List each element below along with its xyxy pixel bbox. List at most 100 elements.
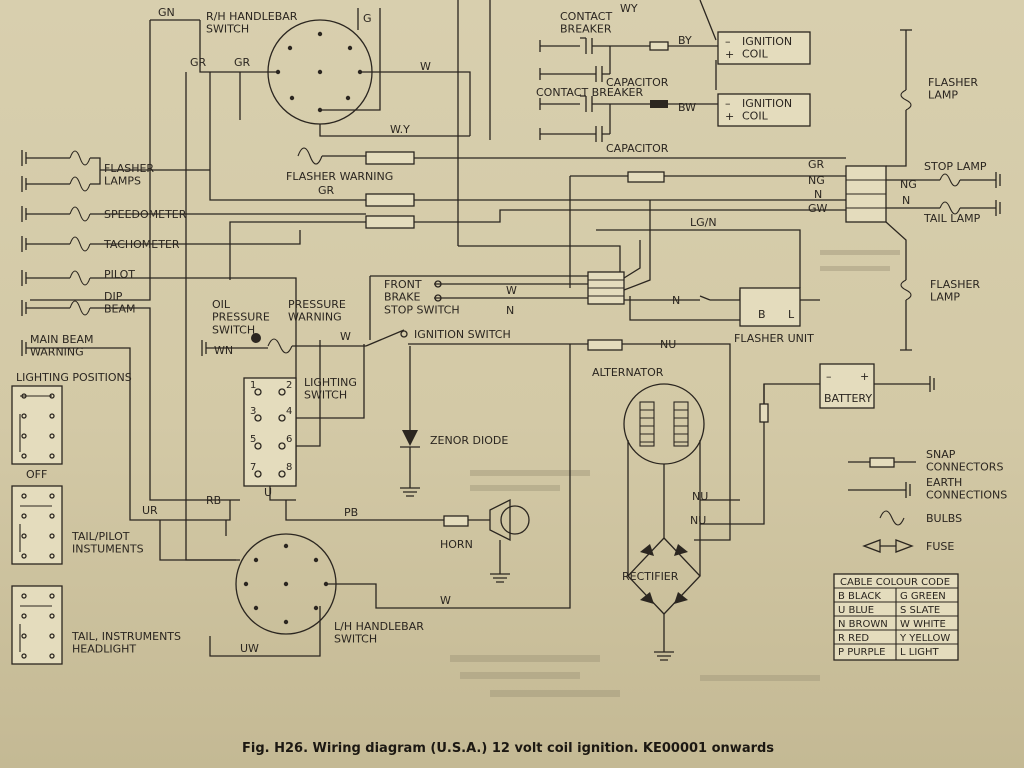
wire-wn-label: WN — [214, 344, 233, 357]
colour-code-cell: U BLUE — [838, 605, 874, 616]
lighting-positions — [11, 385, 63, 665]
reverse-page-show-through — [450, 250, 900, 697]
colour-code-cell: Y YELLOW — [899, 633, 950, 644]
pilot-label: PILOT — [104, 268, 135, 281]
flasher-unit-b-label: B — [758, 308, 766, 321]
zenor-diode-label: ZENOR DIODE — [430, 434, 508, 447]
wire-pb-label: PB — [344, 506, 358, 519]
wire-wy-label-mid: W.Y — [390, 123, 410, 136]
cable-colour-code-table — [833, 573, 959, 661]
wire-gn-label: GN — [158, 6, 175, 19]
lighting-switch-number: 4 — [286, 406, 292, 417]
colour-code-cell: P PURPLE — [838, 647, 885, 658]
flasher-unit-label: FLASHER UNIT — [734, 332, 814, 345]
ignition-switch-label: IGNITION SWITCH — [414, 328, 511, 341]
rh-handlebar-switch — [267, 19, 373, 125]
colour-code-cell: S SLATE — [900, 605, 940, 616]
capacitor-label-1: CAPACITOR — [606, 76, 669, 89]
alternator-rectifier — [623, 383, 820, 661]
svg-text:+: + — [725, 48, 734, 61]
rectifier-label: RECTIFIER — [622, 570, 679, 583]
wire-n-right-label: N — [902, 194, 910, 207]
svg-text:–: – — [725, 97, 731, 110]
wire-lgn-label: LG/N — [690, 216, 717, 229]
svg-text:–: – — [725, 35, 731, 48]
lighting-switch-number: 3 — [250, 406, 256, 417]
horn-label: HORN — [440, 538, 473, 551]
wire-n-label: N — [814, 188, 822, 201]
colour-code-cell: L LIGHT — [900, 647, 940, 658]
wire-u-label: U — [264, 486, 272, 499]
lighting-positions-label: LIGHTING POSITIONS — [16, 371, 132, 384]
lh-handlebar-switch — [159, 344, 571, 657]
lighting-switch-number: 1 — [250, 380, 256, 391]
lighting-switch-number: 6 — [286, 434, 292, 445]
wire-gr-right-label: GR — [808, 158, 825, 171]
brake-and-flasher — [369, 200, 820, 340]
flasher-unit-l-label: L — [788, 308, 795, 321]
wire-ng-right-label: NG — [900, 178, 917, 191]
svg-text:–: – — [826, 370, 832, 383]
oil-and-ignition — [201, 329, 731, 541]
wire-nu-rect1-label: NU — [692, 490, 708, 503]
figure-caption: Fig. H26. Wiring diagram (U.S.A.) 12 vol… — [242, 741, 774, 756]
legend-fuse: FUSE — [926, 540, 954, 553]
contact-breaker-label-2: CONTACT BREAKER — [536, 86, 643, 99]
wire-n-flasher-label: N — [672, 294, 680, 307]
wire-gr-label-3: GR — [318, 184, 335, 197]
wire-g-label: G — [363, 12, 372, 25]
wire-wy-label-top: WY — [620, 2, 638, 15]
colour-code-cell: W WHITE — [900, 619, 946, 630]
wire-gr-label-2: GR — [234, 56, 251, 69]
colour-code-cell: N BROWN — [838, 619, 888, 630]
wire-ng-label: NG — [808, 174, 825, 187]
wire-nu-rect2-label: NU — [690, 514, 706, 527]
wire-rb-label: RB — [206, 494, 221, 507]
speedometer-label: SPEEDOMETER — [104, 208, 187, 221]
wire-gr-label-1: GR — [190, 56, 207, 69]
svg-text:+: + — [860, 370, 869, 383]
battery — [759, 363, 935, 423]
wire-nu-label: NU — [660, 338, 676, 351]
colour-code-cell: B BLACK — [838, 591, 881, 602]
capacitor-label-2: CAPACITOR — [606, 142, 669, 155]
wire-w-ign-label: W — [340, 330, 351, 343]
wire-w-lh-label: W — [440, 594, 451, 607]
lighting-switch-number: 8 — [286, 462, 292, 473]
lighting-switch-number: 5 — [250, 434, 256, 445]
wire-n-brake-label: N — [506, 304, 514, 317]
flasher-warning-label: FLASHER WARNING — [286, 170, 393, 183]
wire-by-label: BY — [678, 34, 692, 47]
wire-gw-label: GW — [808, 202, 828, 215]
rear-lamps — [885, 29, 1001, 351]
battery-label: BATTERY — [824, 392, 872, 405]
svg-text:+: + — [725, 110, 734, 123]
wire-w-label-top: W — [420, 60, 431, 73]
lighting-switch-number: 2 — [286, 380, 292, 391]
off-label: OFF — [26, 468, 47, 481]
colour-code-cell: G GREEN — [900, 591, 946, 602]
tachometer-label: TACHOMETER — [103, 238, 180, 251]
wire-w-brake-label: W — [506, 284, 517, 297]
stop-lamp-label: STOP LAMP — [924, 160, 987, 173]
ignition-circuit — [539, 0, 811, 142]
colour-code-title: CABLE COLOUR CODE — [840, 577, 950, 588]
